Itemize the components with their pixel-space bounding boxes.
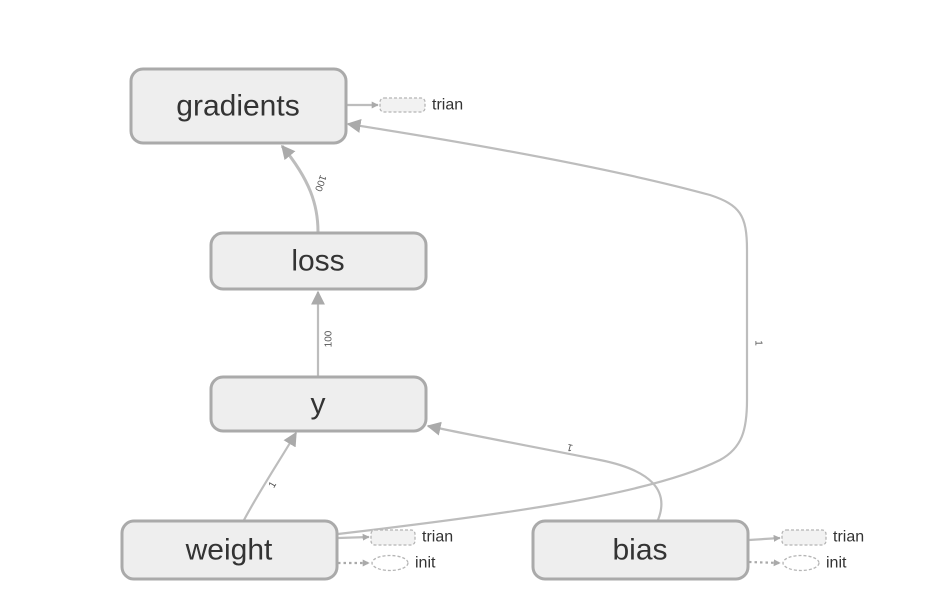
edge-bias-to-trian [748, 534, 781, 542]
node-gradients-label: gradients [176, 90, 299, 123]
node-weight[interactable]: weight [120, 519, 339, 581]
aux-bias-init-label: init [826, 555, 847, 572]
edge-bias-to-y [426, 421, 663, 521]
aux-weight-init-label: init [415, 555, 436, 572]
edge-weight-to-y [243, 431, 297, 521]
aux-gradients-trian[interactable]: trian [379, 97, 463, 114]
edge-loss-to-gradients [280, 144, 320, 233]
aux-gradients-trian-label: trian [432, 97, 463, 114]
node-y[interactable]: y [209, 375, 428, 433]
node-y-label: y [311, 388, 326, 421]
aux-bias-trian-label: trian [833, 529, 864, 546]
edge-label-y-to-loss: 100 [324, 330, 335, 347]
edge-label-loss-to-gradients: 100 [312, 173, 328, 193]
aux-weight-trian-label: trian [422, 529, 453, 546]
edge-label-weight-to-y: 1 [267, 479, 280, 490]
edge-label-bias-to-gradients: 1 [753, 340, 764, 346]
edge-label-bias-to-y: 1 [565, 441, 574, 453]
edge-weight-to-trian [337, 533, 370, 541]
aux-bias-init[interactable]: init [782, 555, 847, 572]
node-gradients[interactable]: gradients [129, 67, 348, 145]
aux-weight-init[interactable]: init [371, 555, 436, 572]
aux-bias-trian[interactable]: trian [781, 529, 864, 546]
edge-weight-to-gradients [337, 119, 749, 536]
node-bias-label: bias [612, 534, 667, 567]
node-bias[interactable]: bias [531, 519, 750, 581]
node-loss[interactable]: loss [209, 231, 428, 291]
aux-weight-trian[interactable]: trian [370, 529, 453, 546]
node-loss-label: loss [291, 245, 344, 278]
edge-bias-to-init [748, 559, 781, 567]
node-weight-label: weight [185, 534, 273, 567]
